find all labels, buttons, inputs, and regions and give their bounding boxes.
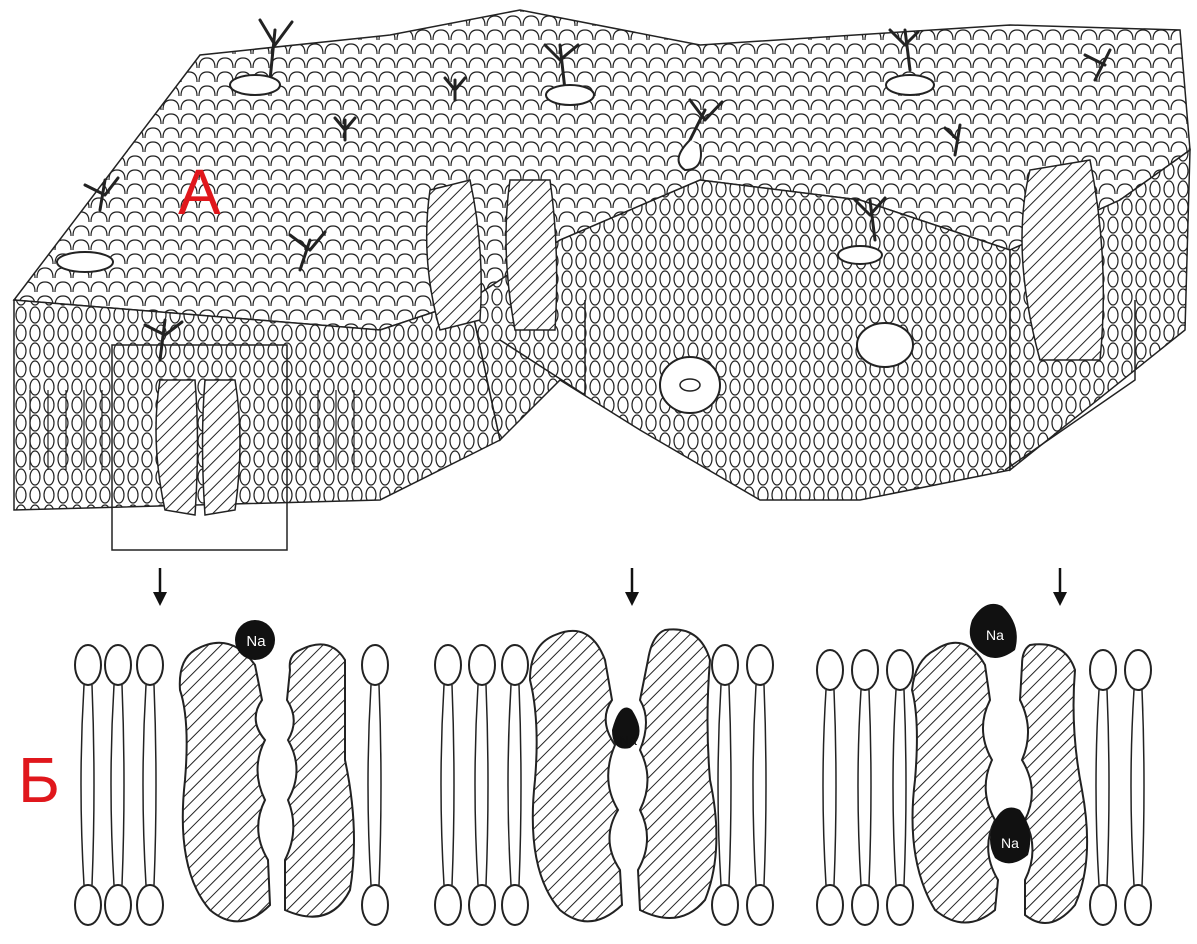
ion-label: Na — [1001, 835, 1019, 851]
sodium-ion: Na — [612, 708, 640, 749]
channel-panel-2: Na — [435, 629, 773, 925]
channel-panel-3: Na Na — [817, 604, 1151, 925]
sodium-ion: Na — [970, 604, 1017, 658]
channel-subunit-right — [285, 644, 354, 916]
membrane-front-face-left — [14, 300, 500, 510]
channel-subunit-right — [1020, 644, 1087, 923]
panel-label-a: А — [178, 160, 221, 224]
membrane-3d-block — [14, 10, 1190, 550]
ion-label: Na — [619, 732, 637, 748]
panel-label-b: Б — [18, 748, 60, 812]
ion-label: Na — [986, 627, 1004, 643]
channel-subunit-right — [638, 629, 716, 918]
channel-panel-1: Na — [75, 620, 388, 925]
channel-subunit-left — [530, 631, 622, 921]
channel-subunit-left — [912, 643, 998, 923]
ion-label: Na — [246, 633, 266, 650]
sodium-ion: Na — [235, 620, 275, 660]
arrow-down-icon — [1053, 568, 1067, 606]
sodium-ion: Na — [990, 808, 1030, 864]
channel-subunit-left — [180, 643, 270, 922]
arrow-down-icon — [153, 568, 167, 606]
arrow-down-icon — [625, 568, 639, 606]
arrows — [153, 568, 1067, 606]
